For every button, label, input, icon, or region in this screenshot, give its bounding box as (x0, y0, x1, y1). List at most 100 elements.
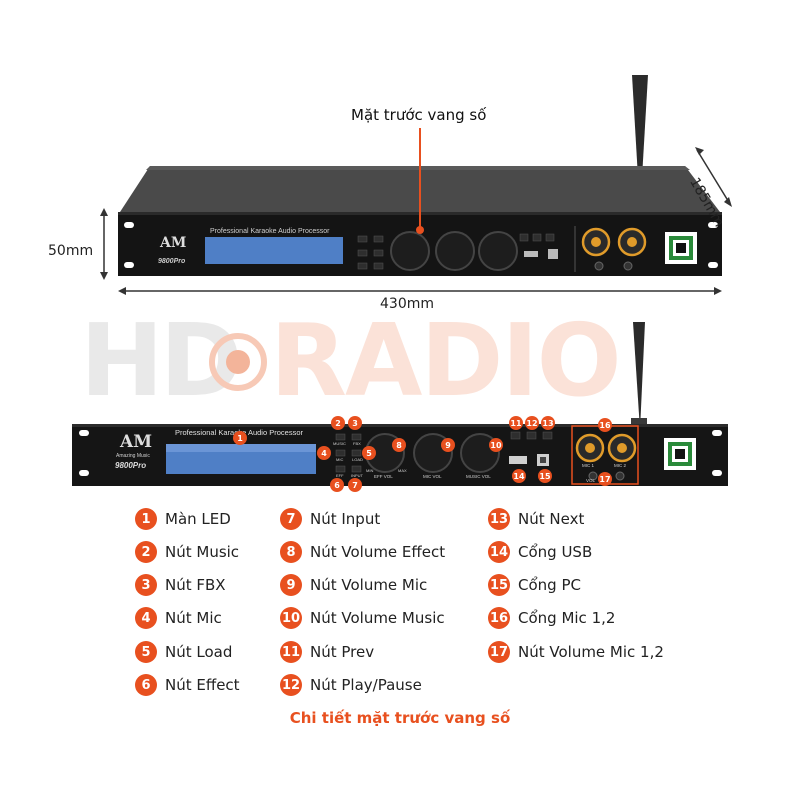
legend-number: 10 (280, 607, 302, 629)
front-panel-drawing (72, 322, 728, 486)
legend-number: 12 (280, 674, 302, 696)
legend-number: 5 (135, 641, 157, 663)
button-label-load: LOAD (352, 457, 363, 462)
width-dimension: 430mm (380, 296, 434, 312)
legend-label: Nút Volume Mic (310, 576, 428, 594)
top-logo: AM (160, 235, 187, 251)
watermark: HD RADIO (80, 302, 730, 420)
legend-label: Nút Volume Music (310, 609, 445, 627)
mic1-label: MIC 1 (582, 463, 595, 468)
watermark-hd: HD (80, 302, 243, 419)
legend-number: 15 (488, 574, 510, 596)
legend-number: 4 (135, 607, 157, 629)
button-label-mic: MIC (336, 457, 344, 462)
legend-label: Nút Play/Pause (310, 676, 422, 694)
legend-item: 12 Nút Play/Pause (280, 673, 422, 697)
watermark-radio: RADIO (270, 302, 622, 419)
badge-14: 14 (512, 469, 526, 483)
legend-label: Nút Music (165, 543, 240, 561)
top-knobs (390, 231, 518, 271)
legend-item: 17 Nút Volume Mic 1,2 (488, 640, 664, 664)
badge-17: 17 (598, 472, 612, 486)
badge-11: 11 (509, 416, 523, 430)
legend-label: Cổng Mic 1,2 (518, 609, 616, 627)
badge-13: 13 (541, 416, 555, 430)
legend-number: 16 (488, 607, 510, 629)
legend-number: 13 (488, 508, 510, 530)
badge-5: 5 (362, 446, 376, 460)
badge-4: 4 (317, 446, 331, 460)
badge-8: 8 (392, 438, 406, 452)
legend-label: Nút FBX (165, 576, 226, 594)
legend-item: 6 Nút Effect (135, 673, 240, 697)
legend-label: Nút Input (310, 510, 381, 528)
legend-number: 8 (280, 541, 302, 563)
knob-label-music-vol: MUSIC VOL (466, 474, 491, 479)
height-dimension: 50mm (48, 243, 94, 259)
legend-label: Nút Next (518, 510, 585, 528)
badge-3: 3 (348, 416, 362, 430)
legend-number: 17 (488, 641, 510, 663)
badge-6: 6 (330, 478, 344, 492)
detail-logo-subtitle: Amazing Music (116, 453, 150, 459)
legend-item: 9 Nút Volume Mic (280, 573, 427, 597)
badge-12: 12 (525, 416, 539, 430)
button-label-eff: EFF (336, 473, 344, 478)
legend-item: 7 Nút Input (280, 507, 380, 531)
watermark-target-icon (209, 333, 267, 391)
badge-9: 9 (441, 438, 455, 452)
front-panel-detail: AM Amazing Music 9800Pro Professional Ka… (0, 320, 800, 500)
top-model: 9800Pro (158, 258, 186, 265)
top-lcd (205, 237, 343, 264)
legend-label: Màn LED (165, 510, 231, 528)
badge-16: 16 (598, 418, 612, 432)
antenna (632, 75, 648, 212)
legend-number: 1 (135, 508, 157, 530)
legend-item: 11 Nút Prev (280, 640, 374, 664)
legend-item: 15 Cổng PC (488, 573, 581, 597)
legend-label: Nút Effect (165, 676, 240, 694)
top-panel-title: Professional Karaoke Audio Processor (210, 228, 330, 235)
front-panel-callout: Mặt trước vang số (351, 106, 487, 124)
legend-number: 3 (135, 574, 157, 596)
legend-label: Nút Load (165, 643, 233, 661)
knob-label-eff-vol: EFF VOL (374, 474, 393, 479)
legend-item: 13 Nút Next (488, 507, 584, 531)
badge-2: 2 (331, 416, 345, 430)
button-label-music: MUSIC (333, 441, 346, 446)
mic2-label: MIC 2 (614, 463, 627, 468)
legend-number: 14 (488, 541, 510, 563)
legend-item: 3 Nút FBX (135, 573, 226, 597)
legend-item: 16 Cổng Mic 1,2 (488, 606, 615, 630)
legend-item: 1 Màn LED (135, 507, 231, 531)
legend-label: Nút Volume Mic 1,2 (518, 643, 664, 661)
badge-10: 10 (489, 438, 503, 452)
top-device-view: Professional Karaoke Audio Processor AM … (0, 0, 800, 310)
legend-label: Nút Mic (165, 609, 222, 627)
detail-model: 9800Pro (115, 461, 147, 470)
legend-label: Cổng PC (518, 576, 581, 594)
button-label-fbx: FBX (353, 441, 361, 446)
top-device-drawing (100, 75, 732, 295)
legend-label: Nút Volume Effect (310, 543, 446, 561)
legend-label: Nút Prev (310, 643, 375, 661)
legend-number: 11 (280, 641, 302, 663)
legend-label: Cổng USB (518, 543, 593, 561)
knob-min-label: MIN (366, 468, 374, 473)
legend-item: 4 Nút Mic (135, 606, 222, 630)
legend-number: 2 (135, 541, 157, 563)
button-label-input: INPUT (351, 473, 363, 478)
mic-vol-label: VOL (586, 478, 596, 483)
legend-item: 10 Nút Volume Music (280, 606, 445, 630)
legend-number: 6 (135, 674, 157, 696)
badge-7: 7 (348, 478, 362, 492)
legend-item: 5 Nút Load (135, 640, 232, 664)
knob-label-mic-vol: MIC VOL (423, 474, 442, 479)
badge-1: 1 (233, 431, 247, 445)
legend-item: 14 Cổng USB (488, 540, 592, 564)
detail-logo: AM (120, 432, 153, 452)
knob-max-label: MAX (398, 468, 407, 473)
badge-15: 15 (538, 469, 552, 483)
legend-number: 7 (280, 508, 302, 530)
caption: Chi tiết mặt trước vang số (289, 709, 511, 727)
